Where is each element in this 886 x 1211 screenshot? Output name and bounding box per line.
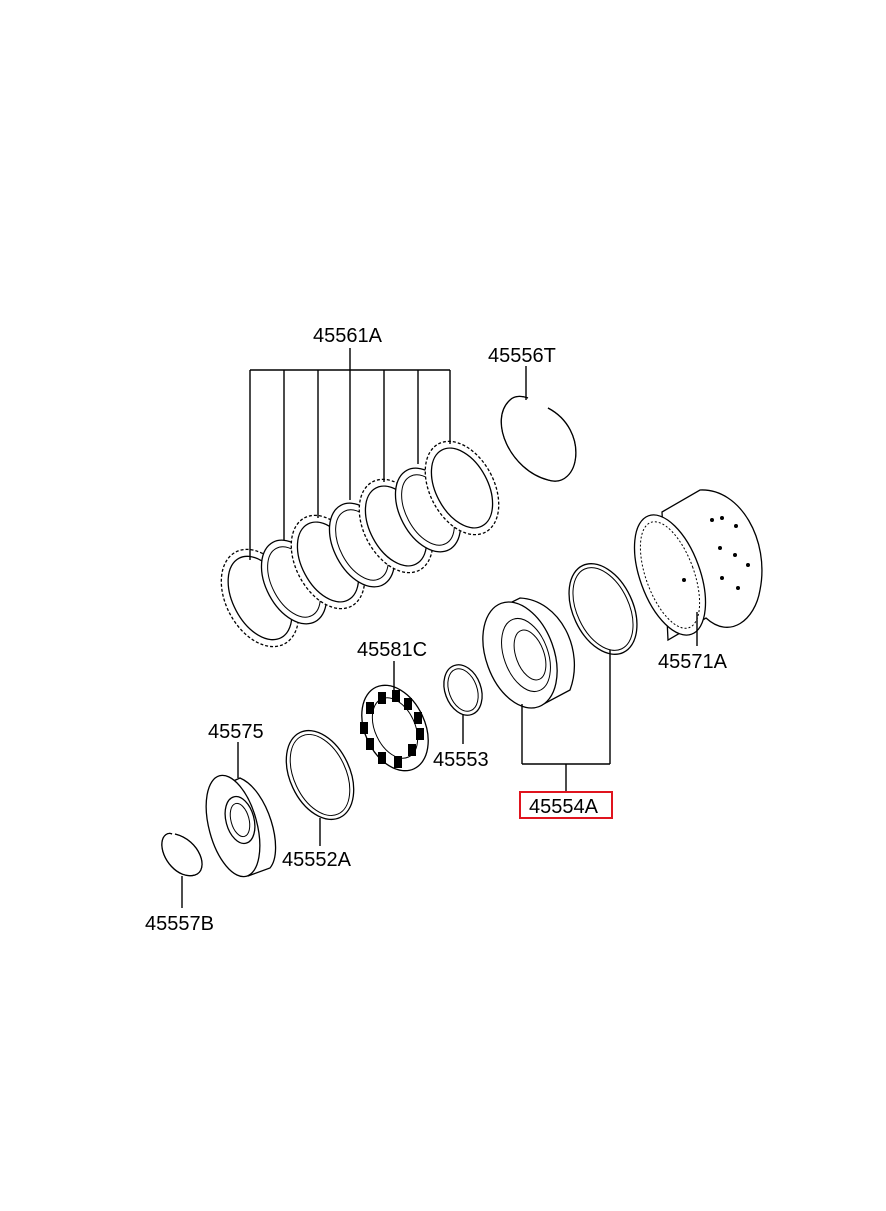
label-45581C[interactable]: 45581C xyxy=(357,639,427,661)
label-45557B[interactable]: 45557B xyxy=(145,913,214,935)
piston-45554A[interactable] xyxy=(469,592,575,719)
spring-plate-45575[interactable] xyxy=(196,770,277,883)
clutch-disc-pack[interactable] xyxy=(206,429,514,660)
clutch-drum-45571A[interactable] xyxy=(620,489,763,645)
label-45552A[interactable]: 45552A xyxy=(282,849,352,871)
clutch-disc-3 xyxy=(358,478,434,574)
label-45561A[interactable]: 45561A xyxy=(313,325,383,347)
spring-retainer-45581C[interactable] xyxy=(349,675,441,782)
seal-45553[interactable] xyxy=(437,659,489,720)
seal-ring-45552A[interactable] xyxy=(273,720,367,831)
snap-ring-45556T[interactable] xyxy=(500,395,577,482)
label-45556T[interactable]: 45556T xyxy=(488,345,556,367)
label-45571A[interactable]: 45571A xyxy=(658,651,728,673)
label-45553[interactable]: 45553 xyxy=(433,749,489,771)
piston-seal-ring[interactable] xyxy=(556,553,651,665)
leader-45561A xyxy=(249,348,451,560)
leader-45554A xyxy=(521,650,611,792)
snap-ring-45557B[interactable] xyxy=(161,832,203,877)
clutch-disc-4 xyxy=(424,440,500,536)
label-45575[interactable]: 45575 xyxy=(208,721,264,743)
label-45554A[interactable]: 45554A xyxy=(529,796,599,818)
highlight-box-45554A xyxy=(519,791,613,819)
